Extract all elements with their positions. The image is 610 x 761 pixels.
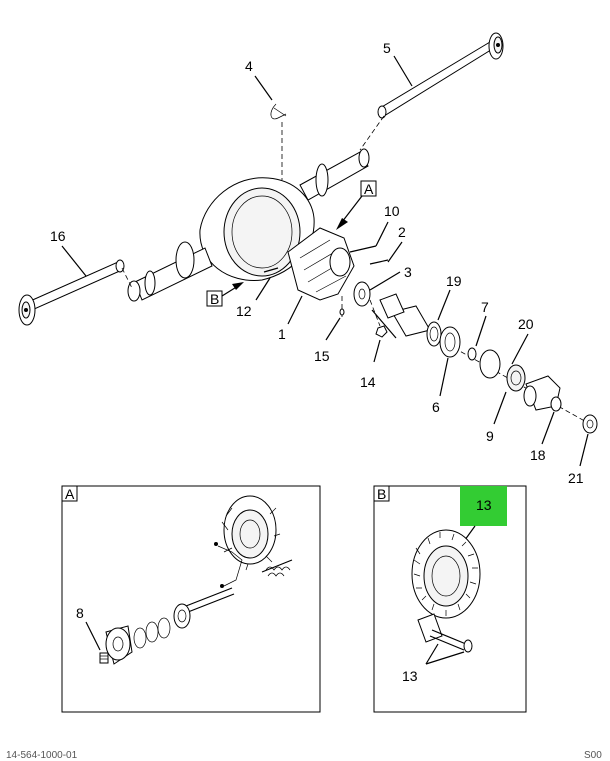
detail-a-label: A: [65, 486, 75, 502]
cotter-pin: [270, 103, 287, 120]
callout-9: 9: [486, 428, 494, 444]
callout-14: 14: [360, 374, 376, 390]
callout-18: 18: [530, 447, 546, 463]
axle-shaft-right: [377, 32, 504, 119]
stud-10: [349, 245, 377, 253]
view-marker-a-label: A: [364, 181, 374, 197]
bolt-12: [263, 267, 279, 273]
spacer-7: [467, 347, 477, 361]
callout-7: 7: [481, 299, 489, 315]
detail-b-label: B: [377, 486, 386, 502]
footer-left: 14-564-1000-01: [6, 750, 78, 761]
callout-6: 6: [432, 399, 440, 415]
callout-10: 10: [384, 203, 400, 219]
detail-b-callout-13-top: 13: [476, 497, 492, 513]
callout-21: 21: [568, 470, 584, 486]
callout-19: 19: [446, 273, 462, 289]
clutch-collar: [173, 603, 191, 629]
axle-housing: [127, 148, 370, 302]
callout-20: 20: [518, 316, 534, 332]
detail-a-panel: A: [61, 485, 321, 713]
nut-14: [375, 325, 388, 338]
washer-3: [353, 281, 371, 307]
callout-16: 16: [50, 228, 66, 244]
stud-15: [339, 308, 345, 316]
axle-shaft-left: [18, 259, 125, 326]
shift-fork: [214, 542, 243, 588]
callout-5: 5: [383, 40, 391, 56]
bearing-19: [426, 321, 442, 347]
snap-rings: [133, 617, 171, 649]
detail-b-panel: B 13 13: [373, 485, 527, 713]
detail-a-callout-8: 8: [76, 605, 84, 621]
nut-18: [550, 396, 562, 412]
callout-15: 15: [314, 348, 330, 364]
callout-2: 2: [398, 224, 406, 240]
detail-b-callout-13-bottom: 13: [402, 668, 418, 684]
view-marker-b-label: B: [210, 291, 219, 307]
spring: [261, 559, 293, 577]
stud-2: [369, 259, 389, 265]
view-marker-b: [206, 290, 223, 307]
callout-13-highlight: [460, 486, 507, 526]
pinion-gear: [417, 613, 473, 653]
seal-20: [479, 349, 526, 392]
callout-3: 3: [404, 264, 412, 280]
view-marker-a: [360, 180, 377, 197]
callout-4: 4: [245, 58, 253, 74]
plug-8: [99, 652, 109, 664]
drive-pinion: [371, 293, 431, 339]
differential-carrier: [287, 227, 355, 301]
washer-21: [582, 414, 598, 434]
callout-1: 1: [278, 326, 286, 342]
clutch-plate: [105, 625, 133, 665]
differential-case: [221, 495, 281, 571]
bearing-cup-6: [439, 326, 461, 358]
callout-12: 12: [236, 303, 252, 319]
footer-right: S00: [584, 750, 602, 761]
ring-gear: [411, 529, 481, 619]
